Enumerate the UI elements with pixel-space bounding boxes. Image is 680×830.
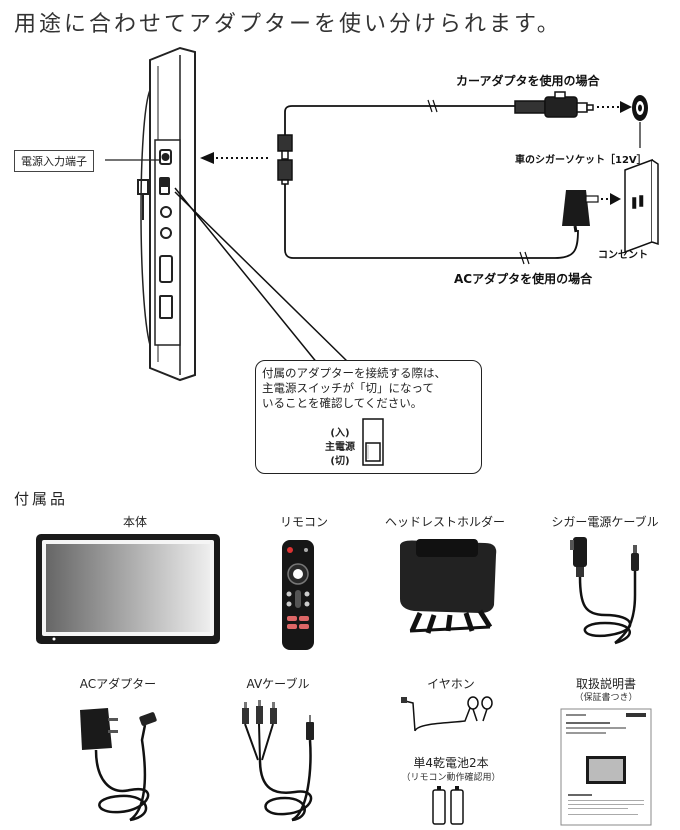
cigar-socket <box>632 95 648 148</box>
headline: 用途に合わせてアダプターを使い分けられます。 <box>14 12 562 37</box>
dc-plug <box>277 134 293 185</box>
headrest-holder-image <box>400 539 497 634</box>
cigar-cable-image <box>570 537 639 645</box>
item-sublabel-manual: （保証書つき） <box>574 693 638 703</box>
connection-diagram <box>137 46 659 382</box>
note-line-1: 付属のアダプターを接続する際は、 <box>262 366 446 380</box>
remote-image <box>282 540 314 650</box>
switch-name-label: 主電源 <box>325 442 355 453</box>
item-label-manual: 取扱説明書 <box>575 677 636 691</box>
ac-adapter-body <box>562 190 599 233</box>
note-line-3: いることを確認してください。 <box>262 396 423 410</box>
item-label-earphones: イヤホン <box>427 677 475 691</box>
switch-on-label: (入) <box>330 428 350 439</box>
monitor-side-view <box>137 46 196 382</box>
main-power-switch-icon <box>362 418 384 466</box>
item-sublabel-batteries: （リモコン動作確認用） <box>401 773 501 783</box>
item-label-av-cable: AVケーブル <box>246 677 310 691</box>
switch-off-label: (切) <box>330 456 350 467</box>
car-adapter-plug <box>514 91 594 118</box>
main-unit-image <box>36 534 220 644</box>
car-adapter-label: カーアダプタを使用の場合 <box>456 74 600 88</box>
battery-icon <box>432 786 464 825</box>
accessories-title: 付属品 <box>14 490 69 508</box>
outlet-label: コンセント <box>598 250 648 261</box>
leader-line <box>105 159 160 161</box>
item-label-ac-adapter: ACアダプター <box>79 677 157 691</box>
item-label-cigar-cable: シガー電源ケーブル <box>551 515 659 529</box>
ac-adapter-image <box>80 708 157 822</box>
item-label-remote: リモコン <box>279 515 328 529</box>
note-line-2: 主電源スイッチが「切」になって <box>262 381 434 395</box>
earphones-image <box>401 696 493 732</box>
av-cable-image <box>242 700 314 822</box>
caution-note-text: 付属のアダプターを接続する際は、 主電源スイッチが「切」になって いることを確認… <box>262 366 477 411</box>
item-label-main-unit: 本体 <box>122 515 147 529</box>
cigar-socket-label: 車のシガーソケット［12V］ <box>515 155 647 166</box>
ac-adapter-label: ACアダプタを使用の場合 <box>454 272 593 286</box>
item-label-headrest-holder: ヘッドレストホルダー <box>384 515 505 529</box>
wall-outlet <box>624 158 659 254</box>
item-label-batteries: 単4乾電池2本 <box>413 756 489 770</box>
manual-image <box>560 708 652 826</box>
power-port-label: 電源入力端子 <box>14 150 94 172</box>
